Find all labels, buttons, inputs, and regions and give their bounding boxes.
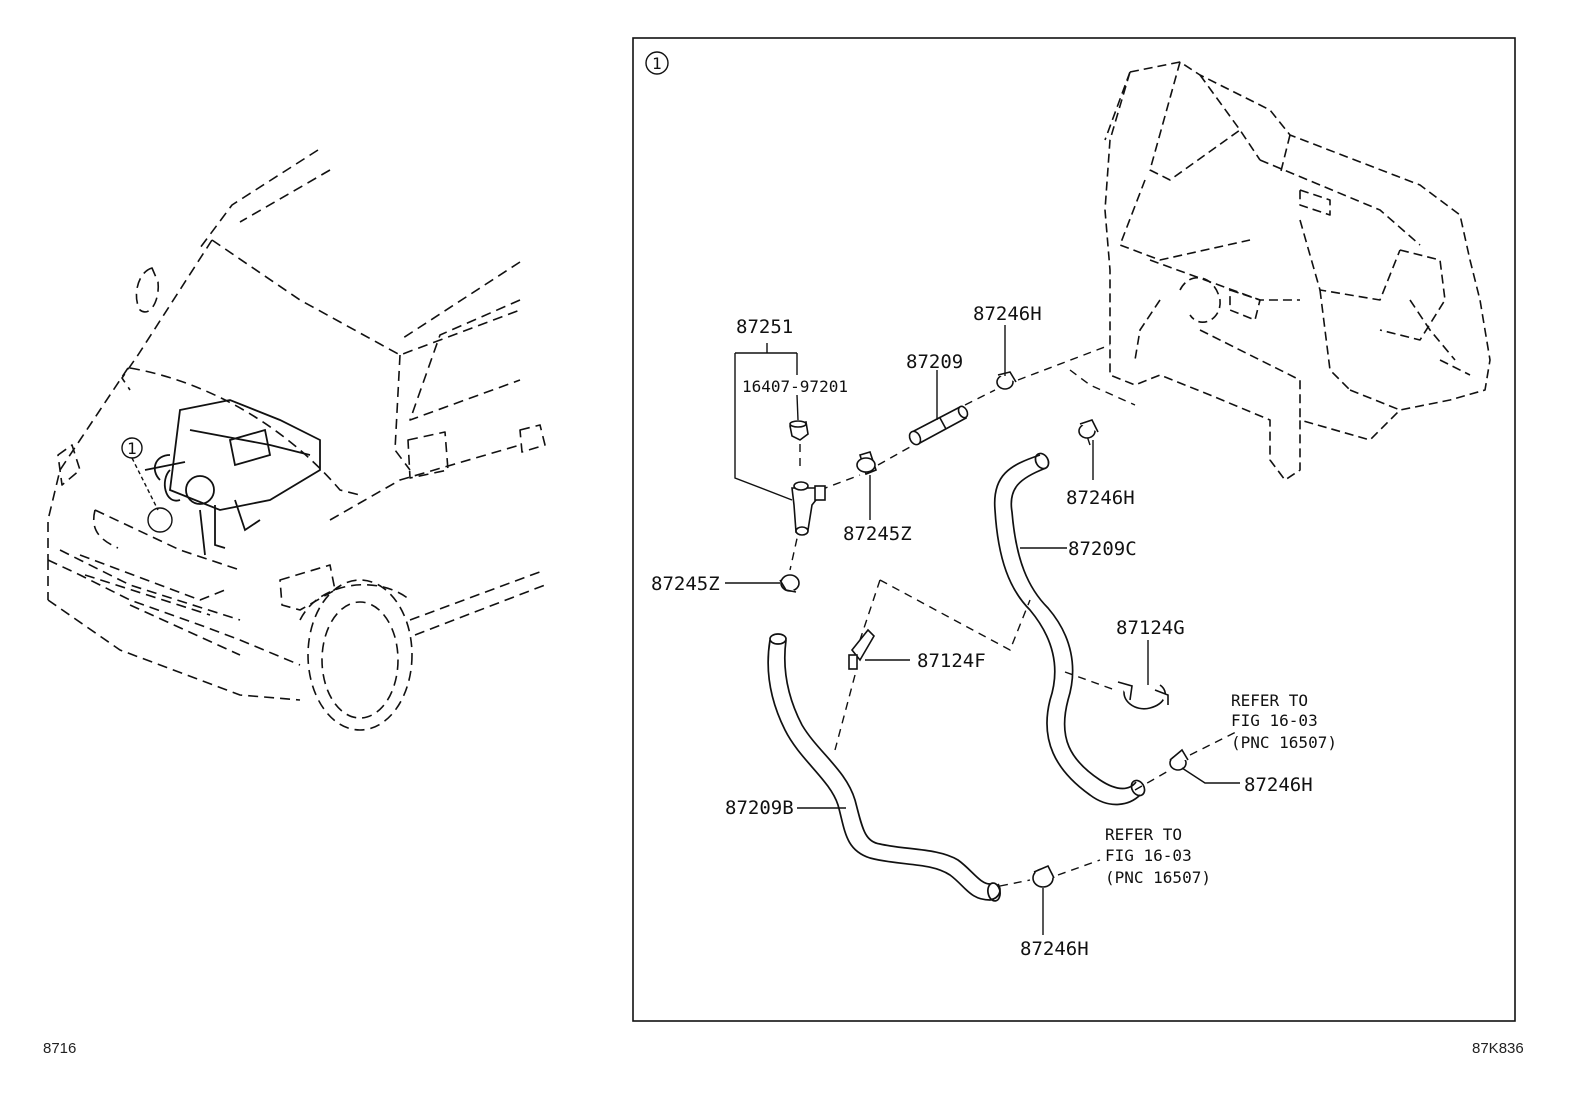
label-87245z-mid: 87245Z [843, 523, 912, 545]
detail-callout-circle [645, 51, 669, 75]
label-87209c: 87209C [1068, 538, 1137, 560]
figure-code-right: 87K836 [1472, 1040, 1524, 1057]
vehicle-callout-number: 1 [127, 439, 137, 458]
label-16407-97201: 16407-97201 [742, 377, 848, 396]
clip-87245z-mid [856, 451, 877, 476]
vehicle-callout [121, 437, 173, 533]
tee-joint-87251 [791, 481, 826, 536]
clip-87245z-left [779, 574, 800, 593]
hose-87209b [767, 633, 1001, 902]
clip-87246h-top [996, 371, 1017, 390]
hose-87209c [993, 452, 1146, 806]
detail-frame [632, 37, 1516, 1022]
label-87209b: 87209B [725, 797, 794, 819]
heater-unit-inset [144, 399, 321, 556]
refer-note-right-line1: REFER TO [1231, 691, 1308, 710]
label-87246h-bottom: 87246H [1020, 938, 1089, 960]
label-87246h-mid: 87246H [1066, 487, 1135, 509]
assembly-lines [789, 344, 1241, 887]
clip-87246h-bottom [1032, 864, 1055, 888]
refer-note-bottom-line2: FIG 16-03 [1105, 846, 1192, 865]
clip-87246h-mid [1078, 419, 1099, 439]
clip-87246h-right [1169, 748, 1189, 771]
label-87209: 87209 [906, 351, 963, 373]
vehicle-illustration [47, 149, 546, 731]
label-87124g: 87124G [1116, 617, 1185, 639]
figure-code-left: 8716 [43, 1040, 77, 1057]
clip-87124f [848, 628, 876, 670]
pipe-87209 [908, 405, 969, 446]
plug-16407-97201 [789, 420, 809, 441]
label-87245z-left: 87245Z [651, 573, 720, 595]
refer-note-bottom-line3: (PNC 16507) [1105, 868, 1211, 887]
label-leaders [725, 325, 1240, 935]
detail-callout-number: 1 [652, 54, 662, 73]
label-87246h-top: 87246H [973, 303, 1042, 325]
label-87251: 87251 [736, 316, 793, 338]
heater-assembly [1104, 61, 1491, 481]
refer-note-right-line2: FIG 16-03 [1231, 711, 1318, 730]
label-87246h-right: 87246H [1244, 774, 1313, 796]
refer-note-bottom-line1: REFER TO [1105, 825, 1182, 844]
refer-note-right-line3: (PNC 16507) [1231, 733, 1337, 752]
label-87124f: 87124F [917, 650, 986, 672]
clip-87124g [1117, 681, 1169, 710]
